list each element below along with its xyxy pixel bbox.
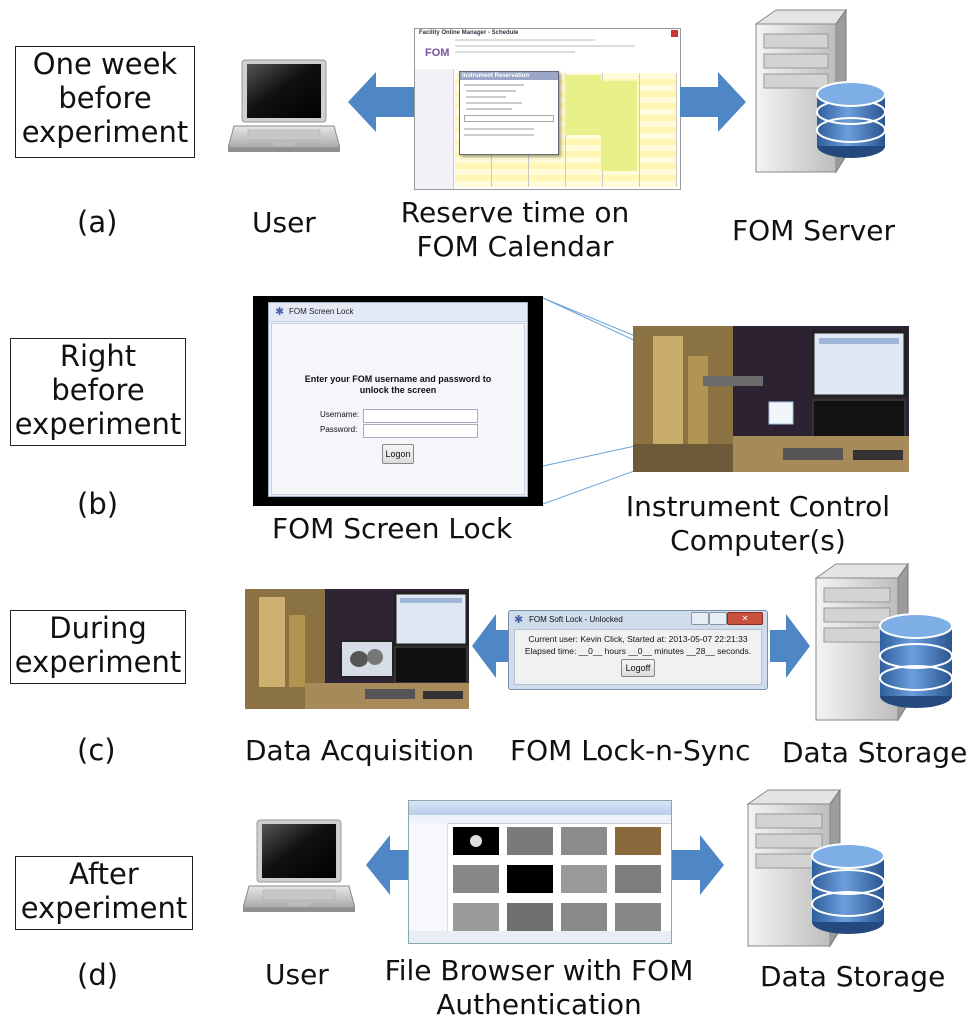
soft-lock-line-1: Current user: Kevin Click, Started at: 2… [528,634,748,644]
fom-star-icon: ✱ [275,305,285,318]
stage-a-line-1: One week [32,47,178,81]
screen-lock-window: ✱ FOM Screen Lock Enter your FOM usernam… [268,302,528,497]
server-icon [740,786,890,951]
calendar-window-title: Facility Online Manager - Schedule [419,30,519,36]
arrow-left-icon [366,835,408,895]
maximize-button[interactable] [709,612,727,625]
username-field[interactable] [363,409,478,423]
caption-a-server: FOM Server [732,214,896,247]
instrument-control-photo [633,326,909,472]
stage-d-line-2: experiment [20,891,188,925]
stage-a-line-3: experiment [21,115,189,149]
screen-lock-message-1: Enter your FOM username and password to [304,374,492,384]
stage-a-letter: (a) [77,205,118,239]
screen-lock-monitor: ✱ FOM Screen Lock Enter your FOM usernam… [253,296,543,506]
caption-b-control-line-2: Computer(s) [670,524,846,557]
caption-a-reserve-line-1: Reserve time on [400,196,630,229]
stage-b-line-3: experiment [14,407,182,441]
laptop-icon [228,58,340,156]
arrow-left-icon [348,72,414,132]
stage-a-box: One week before experiment [15,46,195,158]
caption-d-storage: Data Storage [760,960,946,993]
stage-d-box: After experiment [15,856,193,930]
logoff-button[interactable]: Logoff [621,659,655,677]
arrow-right-icon [680,72,746,132]
caption-b-control: Instrument Control Computer(s) [608,490,908,558]
laptop-icon [243,818,355,916]
soft-lock-line-2: Elapsed time: __0__ hours __0__ minutes … [524,646,752,656]
password-field[interactable] [363,424,478,438]
screen-lock-title: FOM Screen Lock [289,307,354,316]
caption-b-screenlock: FOM Screen Lock [272,512,513,545]
dialog-title: Instrument Reservation [460,72,558,80]
stage-b-line-1: Right [59,339,137,373]
screen-lock-message-2: unlock the screen [359,385,437,395]
caption-a-reserve: Reserve time on FOM Calendar [390,196,640,264]
stage-c-box: During experiment [10,610,186,684]
caption-c-sync: FOM Lock-n-Sync [510,734,751,767]
screen-lock-body: Enter your FOM username and password to … [271,323,525,495]
username-label: Username: [320,410,360,419]
stage-a-line-2: before [58,81,152,115]
reservation-dialog: Instrument Reservation [459,71,559,155]
server-icon [808,560,958,725]
caption-c-storage: Data Storage [782,736,968,769]
caption-d-user: User [265,958,329,991]
close-button[interactable]: ✕ [727,612,763,625]
caption-d-browser: File Browser with FOM Authentication [368,954,710,1022]
screen-lock-titlebar: ✱ FOM Screen Lock [269,303,527,322]
caption-d-browser-line-2: Authentication [436,988,642,1021]
logon-button[interactable]: Logon [382,444,414,464]
soft-lock-body: Current user: Kevin Click, Started at: 2… [514,629,762,685]
soft-lock-title: FOM Soft Lock - Unlocked [529,615,623,624]
caption-b-control-line-1: Instrument Control [625,490,891,523]
stage-b-line-2: before [51,373,145,407]
arrow-right-icon [672,835,724,895]
password-label: Password: [320,425,358,434]
server-icon [748,6,888,176]
stage-d-line-1: After [69,857,139,891]
calendar-logo: FOM [425,47,450,59]
arrow-right-icon [770,614,810,678]
database-icon [879,613,953,708]
caption-d-browser-line-1: File Browser with FOM [384,954,694,987]
caption-c-acq: Data Acquisition [245,734,475,767]
stage-c-line-1: During [49,611,147,645]
calendar-close-icon [671,30,678,37]
stage-c-letter: (c) [77,733,116,767]
fom-calendar-screenshot: Facility Online Manager - Schedule FOM I… [414,28,681,190]
stage-b-letter: (b) [77,487,119,521]
arrow-left-icon [472,614,512,678]
minimize-button[interactable] [691,612,709,625]
stage-c-line-2: experiment [14,645,182,679]
stage-b-box: Right before experiment [10,338,186,446]
data-acquisition-photo [245,589,469,709]
soft-lock-window: ✱ FOM Soft Lock - Unlocked ✕ Current use… [508,610,768,690]
fom-star-icon: ✱ [514,613,524,626]
database-icon [811,843,885,934]
database-icon [816,81,886,158]
caption-a-reserve-line-2: FOM Calendar [416,230,614,263]
stage-d-letter: (d) [77,958,119,992]
file-browser-screenshot [408,800,672,944]
caption-a-user: User [252,206,316,239]
